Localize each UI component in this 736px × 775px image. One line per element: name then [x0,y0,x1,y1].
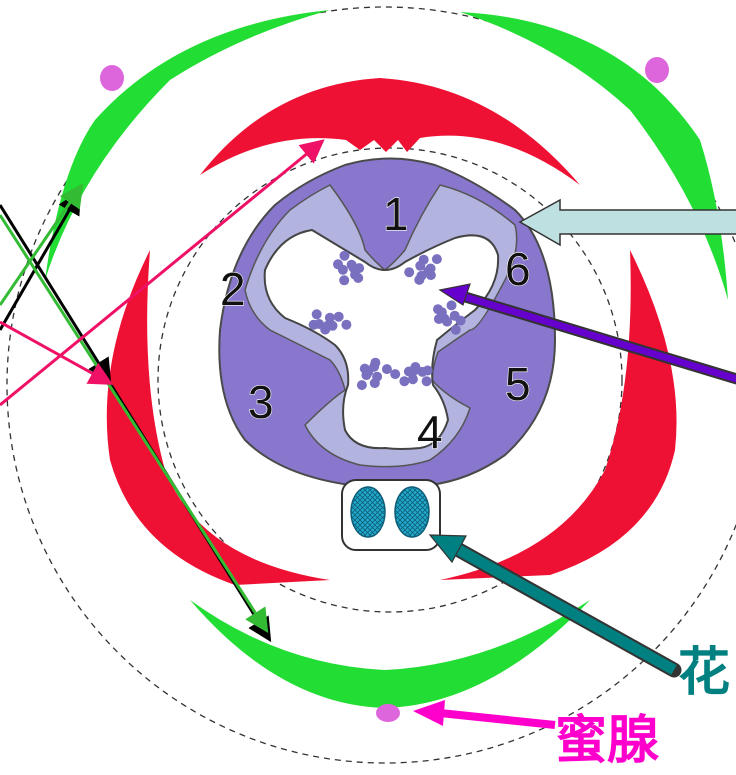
ovule-dot [339,275,349,285]
ovule-dot [341,320,351,330]
flower-label-partial: 花 [678,643,730,703]
ovule-dot [419,255,429,265]
ovule-dot [410,362,420,372]
ovule-dot [320,325,330,335]
ovule-dot [340,251,350,261]
ovule-dot [434,314,444,324]
anther-lobe-left [351,487,385,537]
ovule-dot [390,369,400,379]
ovule-dot [333,259,343,269]
ovule-dot [432,254,442,264]
ovule-dot [456,316,466,326]
ovule-dot [426,270,436,280]
ovule-dot [354,263,364,273]
ovule-dot [370,358,380,368]
ovule-dot [370,378,380,388]
nectary-dot-top-left [100,65,124,91]
tepal-number-6: 6 [505,243,531,295]
tepal-number-3: 3 [248,376,274,428]
tepal-number-2: 2 [220,263,246,315]
ovule-dot [357,380,367,390]
ovule-dot [422,376,432,386]
ovule-dot [451,325,461,335]
ovule-dot [309,320,319,330]
tepal-number-1: 1 [383,188,409,240]
ovule-dot [433,304,443,314]
ovule-dot [399,376,409,386]
nectary-dot-top-right [645,57,669,83]
anther-lobe-right [395,487,429,537]
ovule-dot [404,267,414,277]
tepal-number-5: 5 [505,358,531,410]
ovule-dot [414,275,424,285]
ovule-dot [423,366,433,376]
tepal-number-4: 4 [417,406,443,458]
green-sepal-bottom [190,600,590,708]
nectary-label: 蜜腺 [555,711,660,771]
anther [342,480,440,550]
ovule-dot [334,312,344,322]
nectary-dot-bottom [376,704,400,722]
ovule-dot [360,364,370,374]
ovule-dot [353,273,363,283]
ovule-dot [447,300,457,310]
ovule-dot [312,309,322,319]
green-line-up [0,188,80,305]
magenta-arrow [413,700,555,726]
ovule-dot [382,364,392,374]
